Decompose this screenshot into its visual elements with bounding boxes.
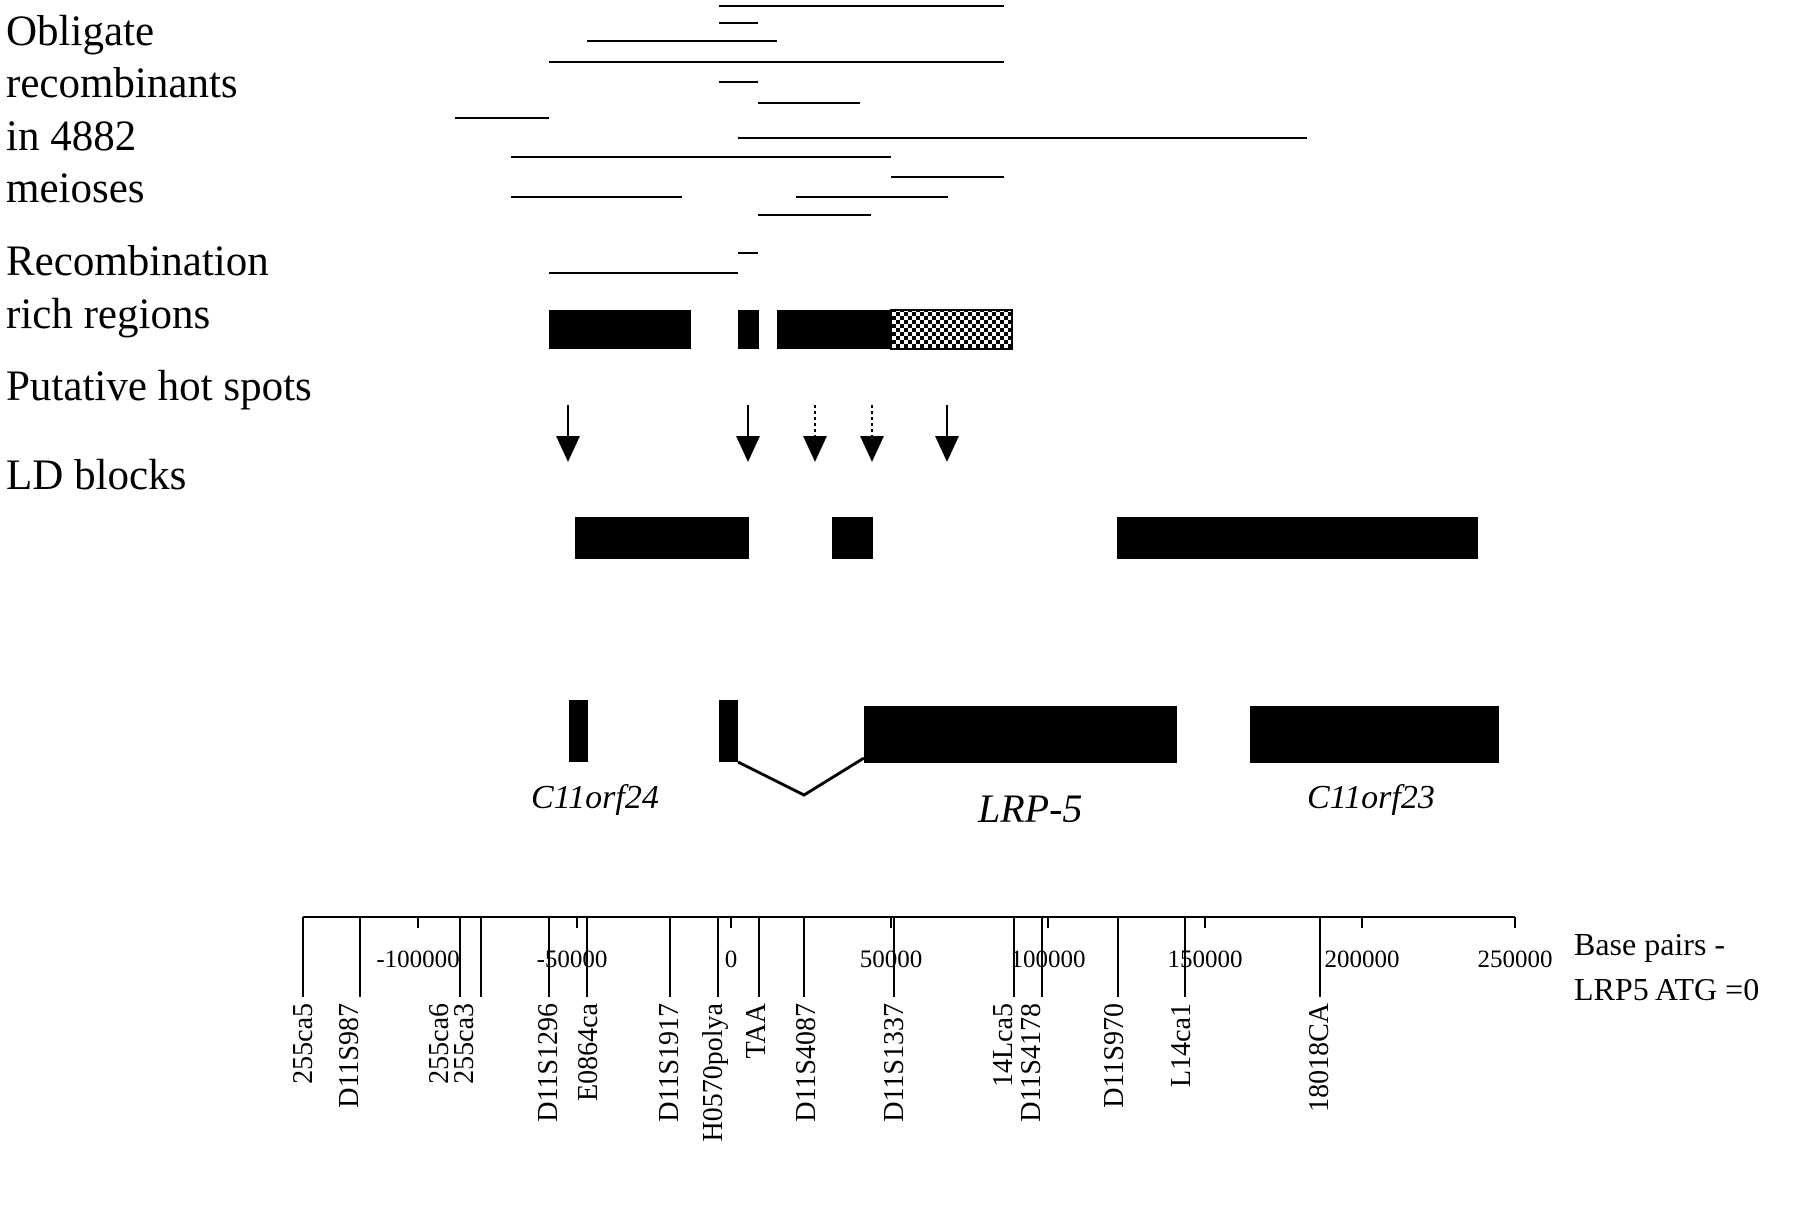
obligate-label-line1: Obligate: [6, 8, 154, 55]
axis-tick-label: -50000: [537, 946, 608, 973]
marker-label: E0864ca: [573, 1002, 604, 1101]
ld-block: [575, 517, 749, 559]
hotspots-label: Putative hot spots: [6, 363, 312, 410]
marker-label: TAA: [741, 1002, 772, 1058]
obligate-label-line4: meioses: [6, 165, 145, 212]
hotspot-arrow: [736, 405, 760, 462]
marker-label: D11S1917: [654, 1003, 685, 1122]
recomb-rich-region: [777, 310, 891, 349]
recomb-rich-region: [549, 310, 691, 349]
marker-lines: [302, 917, 1321, 997]
axis-minor-ticks: [417, 917, 1516, 928]
obligate-label-line3: in 4882: [6, 113, 136, 160]
hotspot-arrow-dotted: [860, 405, 884, 462]
axis-tick-label: 150000: [1168, 946, 1243, 973]
base-pair-axis: -100000 -50000 0 50000 100000 150000 200…: [303, 916, 1759, 1007]
gene-label-lrp5: LRP-5: [977, 786, 1082, 831]
axis-tick-label: -100000: [376, 946, 459, 973]
gene-body-lrp5: [864, 706, 1177, 763]
ld-blocks-label: LD blocks: [6, 452, 186, 499]
ld-block: [832, 517, 873, 559]
marker-label: D11S987: [334, 1003, 365, 1108]
marker-label: 255ca3: [449, 1003, 480, 1084]
marker-label: H0570polya: [698, 1002, 729, 1141]
recomb-rich-region-checkered: [890, 309, 1013, 350]
hotspot-arrows: [556, 405, 959, 462]
lrp5-intron-connector: [737, 756, 865, 797]
recomb-rich-label-line2: rich regions: [6, 291, 210, 338]
hotspot-arrow-dotted: [803, 405, 827, 462]
gene-body-c11orf23: [1250, 706, 1499, 763]
ld-blocks: [575, 517, 1478, 559]
marker-label: 14Lca5: [988, 1003, 1019, 1087]
recomb-rich-label-line1: Recombination: [6, 238, 269, 285]
axis-tick-label: 50000: [860, 946, 923, 973]
marker-label: 18018CA: [1304, 1002, 1335, 1112]
recomb-rich-region: [738, 310, 759, 349]
marker-label: 255ca5: [288, 1003, 319, 1084]
axis-caption-line2: LRP5 ATG =0: [1574, 971, 1759, 1007]
hotspot-arrow: [556, 405, 580, 462]
marker-label: D11S4178: [1016, 1003, 1047, 1122]
axis-tick-label: 0: [725, 946, 738, 973]
marker-label: D11S1296: [533, 1003, 564, 1122]
hotspot-arrow: [935, 405, 959, 462]
ld-block: [1117, 517, 1478, 559]
marker-label: D11S970: [1099, 1003, 1130, 1108]
marker-label: 255ca6: [424, 1003, 455, 1084]
axis-tick-label: 200000: [1325, 946, 1400, 973]
marker-label: D11S1337: [879, 1003, 910, 1122]
axis-caption-line1: Base pairs -: [1574, 926, 1725, 962]
marker-label: D11S4087: [791, 1003, 822, 1122]
obligate-label-line2: recombinants: [6, 60, 238, 107]
gene-track: C11orf24 LRP-5 C11orf23: [531, 700, 1499, 831]
recomb-rich-regions: [549, 309, 1013, 350]
gene-exon-lrp5-first: [719, 700, 738, 762]
gene-exon-c11orf24: [569, 700, 588, 762]
marker-labels: 255ca5 D11S987 255ca6 255ca3 D11S1296 E0…: [288, 1002, 1335, 1141]
gene-label-c11orf24: C11orf24: [531, 779, 659, 816]
marker-label: L14ca1: [1166, 1003, 1197, 1087]
gene-label-c11orf23: C11orf23: [1307, 779, 1435, 816]
axis-tick-label: 250000: [1478, 946, 1553, 973]
axis-tick-label: 100000: [1011, 946, 1086, 973]
recombinant-intervals: [455, 5, 1307, 274]
